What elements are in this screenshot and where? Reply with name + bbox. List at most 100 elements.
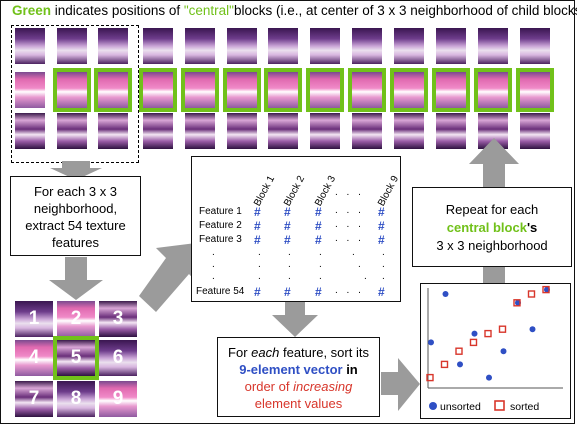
sort-text-increasing: increasing <box>293 379 353 394</box>
feature-label: Feature 2 <box>199 220 242 231</box>
unsorted-point <box>486 374 492 381</box>
vertical-ellipsis-dot: . <box>288 247 291 258</box>
texture-tile <box>185 72 215 108</box>
texture-tile <box>394 113 424 149</box>
vertical-ellipsis-dot: . <box>258 271 261 282</box>
sort-line-2: 9-element vector in <box>218 361 379 378</box>
texture-tile <box>143 28 173 64</box>
texture-tile <box>57 72 87 108</box>
legend-unsorted-marker <box>429 402 437 410</box>
feature-label: Feature 3 <box>199 234 242 245</box>
row-ellipsis: . . . <box>335 205 364 216</box>
grid-cell <box>15 340 53 376</box>
grid-cell-number: 4 <box>28 347 40 368</box>
texture-tile <box>268 72 298 108</box>
matrix-value: # <box>254 219 261 233</box>
extract-line-2: neighborhood, <box>33 201 118 216</box>
repeat-apostrophe-s: 's <box>526 220 538 235</box>
sort-line-3: order of increasing <box>218 378 379 395</box>
row-ellipsis: . . . <box>335 219 364 230</box>
matrix-value: # <box>315 233 322 247</box>
legend-unsorted-label: unsorted <box>440 401 481 413</box>
title-quoted: "central" <box>183 3 234 18</box>
sort-line-4: element values <box>254 396 343 411</box>
vertical-ellipsis-dot: . <box>212 247 215 258</box>
matrix-value: # <box>254 233 261 247</box>
extract-line-4: features <box>52 235 99 250</box>
sorted-point <box>469 338 478 347</box>
texture-tile <box>268 113 298 149</box>
sorted-point <box>527 290 536 298</box>
grid-cell <box>15 381 53 417</box>
title-part1: indicates positions of <box>51 3 184 18</box>
texture-tile <box>268 28 298 64</box>
grid-cell <box>57 301 95 337</box>
matrix-value: # <box>254 205 261 219</box>
matrix-value: # <box>378 285 385 299</box>
vertical-ellipsis-dot: . <box>319 247 322 258</box>
title-part3: (i.e., at center of 3 x 3 neighborhood o… <box>272 3 577 18</box>
texture-tile <box>352 113 382 149</box>
texture-tile <box>185 28 215 64</box>
sorted-point <box>455 347 463 355</box>
texture-tile <box>436 72 466 108</box>
repeat-central-block: central block <box>446 220 527 235</box>
block-header: Block 1 <box>252 174 278 209</box>
vertical-ellipsis-dot: . <box>382 259 385 270</box>
row-ellipsis: . . . <box>335 233 364 244</box>
legend-sorted-label: sorted <box>510 401 539 413</box>
unsorted-point <box>428 339 434 346</box>
sort-box: For each feature, sort its 9-element vec… <box>217 337 380 417</box>
grid-cell <box>99 301 137 337</box>
texture-tile <box>227 28 257 64</box>
figure-title: Green indicates positions of "central"bl… <box>12 3 577 18</box>
texture-tile <box>478 72 508 108</box>
matrix-value: # <box>284 219 291 233</box>
feature-label: Feature 54 <box>196 286 245 297</box>
extract-line-1: For each 3 x 3 <box>33 184 118 199</box>
sort-text-vector: 9-element vector <box>239 362 343 377</box>
texture-tile <box>436 28 466 64</box>
sort-text-feature: feature, sort its <box>279 345 369 360</box>
sorted-point <box>498 325 507 333</box>
texture-tile <box>352 28 382 64</box>
sort-text-order: order of <box>244 379 294 394</box>
texture-tile <box>15 72 45 108</box>
texture-tile <box>143 72 173 108</box>
matrix-value: # <box>315 285 322 299</box>
texture-tile <box>227 113 257 149</box>
matrix-value: # <box>315 205 322 219</box>
matrix-value: # <box>284 205 291 219</box>
matrix-value: # <box>378 233 385 247</box>
texture-tile <box>478 113 508 149</box>
grid-cell-number: 3 <box>112 308 124 329</box>
texture-tile <box>98 28 128 64</box>
repeat-box: Repeat for each central block's 3 x 3 ne… <box>412 187 572 267</box>
unsorted-point <box>500 348 507 355</box>
grid-cell <box>57 340 95 376</box>
texture-tile <box>520 113 550 149</box>
vertical-ellipsis-dot: . <box>382 247 385 258</box>
vertical-ellipsis-dot: . <box>258 259 261 270</box>
grid-cell-number: 9 <box>112 388 124 409</box>
neighborhood-dashed-box <box>11 25 139 163</box>
unsorted-point <box>442 291 449 297</box>
texture-tile <box>394 72 424 108</box>
grid-cell <box>15 301 53 337</box>
unsorted-point <box>529 326 536 333</box>
sort-text-each: each <box>251 345 280 360</box>
repeat-line-3: 3 x 3 neighborhood <box>436 238 548 253</box>
sort-text-for: For <box>228 345 252 360</box>
texture-tile <box>57 113 87 149</box>
texture-tile <box>143 113 173 149</box>
vertical-ellipsis-dot: . <box>212 259 215 270</box>
matrix-value: # <box>284 285 291 299</box>
grid-cell-number: 6 <box>112 347 124 368</box>
texture-tile <box>352 72 382 108</box>
matrix-value: # <box>378 219 385 233</box>
header-ellipsis: . . . <box>335 187 364 198</box>
sort-scatter-box: unsorted sorted <box>420 283 571 419</box>
texture-tile <box>394 28 424 64</box>
